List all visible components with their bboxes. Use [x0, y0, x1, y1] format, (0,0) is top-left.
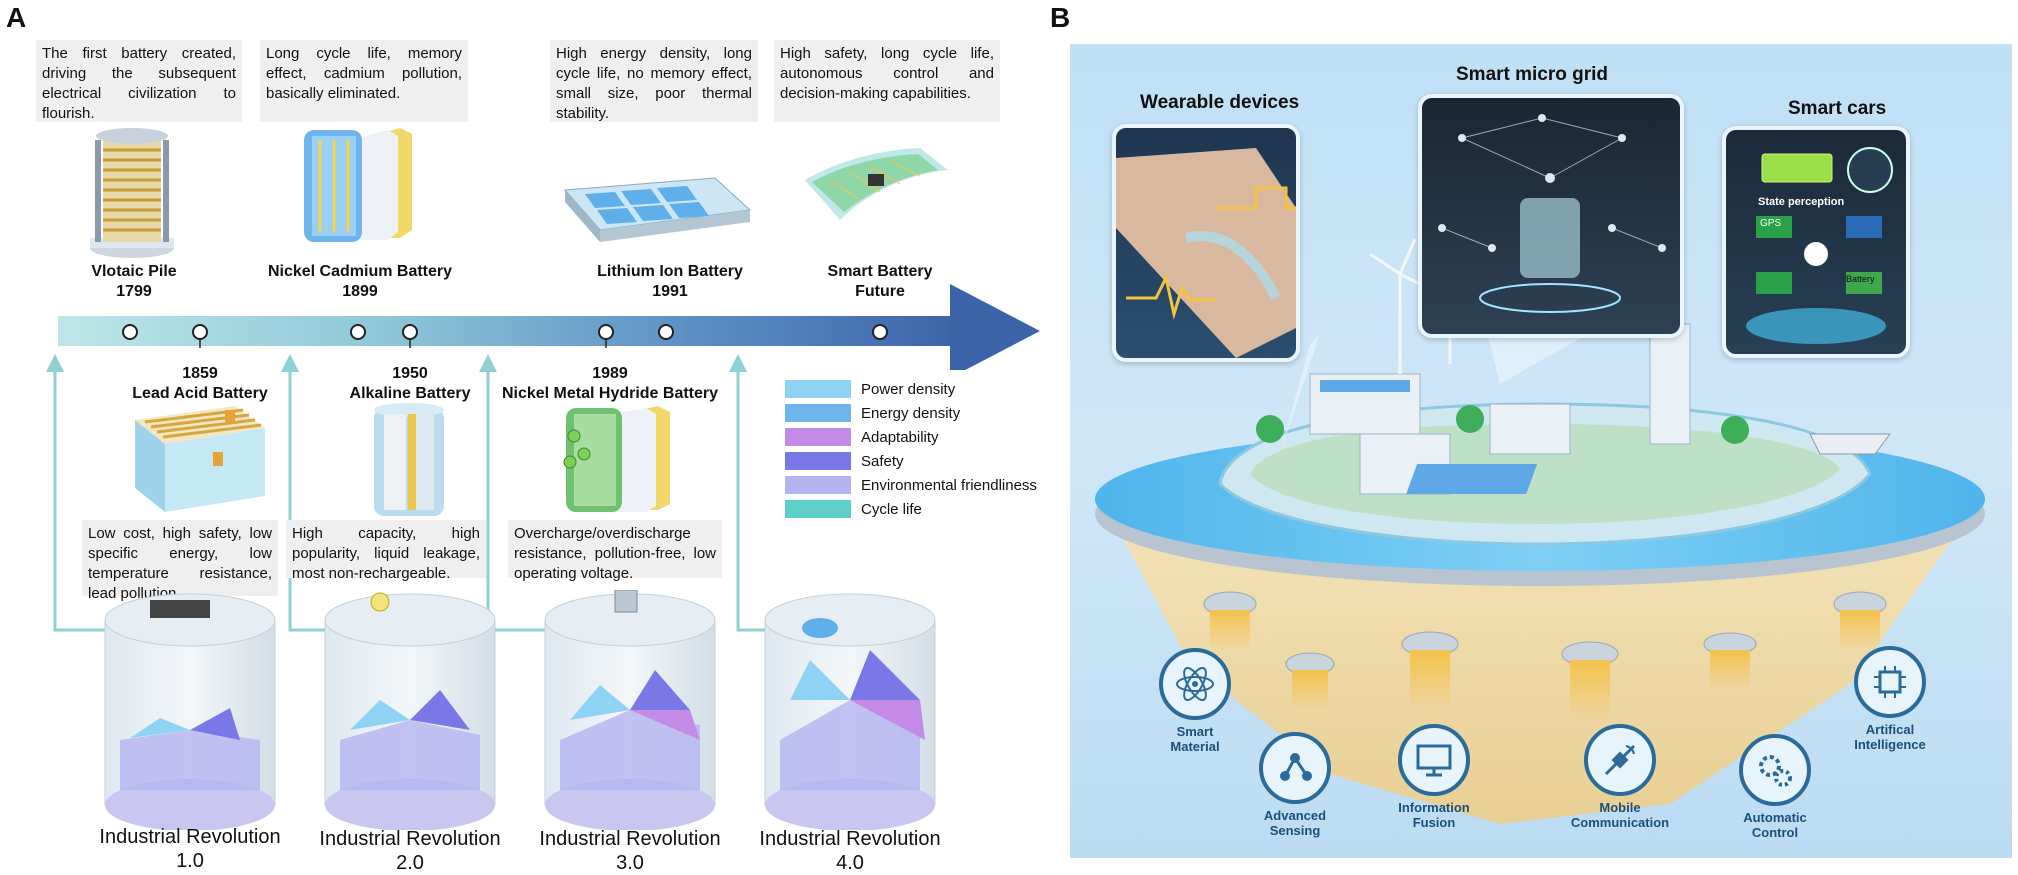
desc-alkaline: High capacity, high popularity, liquid l… — [286, 520, 486, 582]
legend-item: Adaptability — [785, 428, 939, 446]
marker-1859 — [192, 324, 208, 340]
desc-lithium-ion: High energy density, long cycle life, no… — [550, 40, 758, 122]
smart-cars-illustration — [1746, 147, 1893, 344]
legend-swatch — [785, 380, 851, 398]
desc-smart-battery: High safety, long cycle life, autonomous… — [774, 40, 1000, 122]
wearable-devices-title: Wearable devices — [1140, 92, 1300, 113]
nickel-metal-hydride-image — [563, 406, 670, 512]
nickel-cadmium-image — [304, 128, 412, 242]
network-icon — [1259, 732, 1331, 804]
cylinder-4 — [764, 593, 936, 830]
chip-icon — [1854, 646, 1926, 718]
atom-icon — [1159, 648, 1231, 720]
smart-cars-card — [1722, 126, 1910, 358]
legend-swatch — [785, 500, 851, 518]
battery-label: Battery — [1846, 274, 1875, 284]
desc-nickel-cadmium: Long cycle life, memory effect, cadmium … — [260, 40, 468, 122]
smart-cars-title: Smart cars — [1788, 98, 1887, 119]
gps-label: GPS — [1760, 218, 1782, 229]
legend-item: Energy density — [785, 404, 960, 422]
cylinder-1 — [104, 593, 276, 830]
lead-acid-image — [135, 406, 265, 512]
smart-battery-image — [805, 148, 948, 220]
legend: Power density Energy density Adaptabilit… — [785, 380, 1065, 530]
voltaic-pile-image — [90, 128, 174, 258]
smart-micro-grid-title: Smart micro grid — [1456, 64, 1609, 85]
legend-item: Safety — [785, 452, 904, 470]
marker-1899 — [350, 324, 366, 340]
state-perception-label: State perception — [1758, 196, 1845, 208]
marker-1799 — [122, 324, 138, 340]
timeline-arrow — [58, 284, 1040, 370]
legend-swatch — [785, 476, 851, 494]
legend-swatch — [785, 452, 851, 470]
legend-swatch — [785, 404, 851, 422]
gears-icon — [1739, 734, 1811, 806]
wearable-illustration — [1116, 148, 1296, 358]
desc-lead-acid: Low cost, high safety, low specific ener… — [82, 520, 278, 602]
cylinder-2 — [324, 592, 496, 830]
marker-future — [872, 324, 888, 340]
satellite-icon — [1584, 724, 1656, 796]
legend-item: Environmental friendliness — [785, 476, 1037, 494]
desc-nickel-metal-hydride: Overcharge/overdischarge resistance, pol… — [508, 520, 722, 582]
smart-micro-grid-card — [1418, 94, 1684, 338]
panel-label-a: A — [6, 2, 27, 33]
wearable-devices-card — [1112, 124, 1300, 362]
monitor-icon — [1398, 724, 1470, 796]
revolution-cylinders — [104, 590, 936, 830]
cylinder-3 — [544, 590, 716, 830]
marker-1991 — [658, 324, 674, 340]
desc-voltaic-pile: The first battery created, driving the s… — [36, 40, 242, 122]
legend-item: Cycle life — [785, 500, 922, 518]
legend-swatch — [785, 428, 851, 446]
micro-grid-illustration — [1438, 114, 1666, 313]
marker-1950 — [402, 324, 418, 340]
panel-label-b: B — [1050, 2, 1071, 33]
lithium-ion-image — [563, 177, 752, 242]
alkaline-image — [374, 403, 444, 516]
legend-item: Power density — [785, 380, 955, 398]
marker-1989 — [598, 324, 614, 340]
